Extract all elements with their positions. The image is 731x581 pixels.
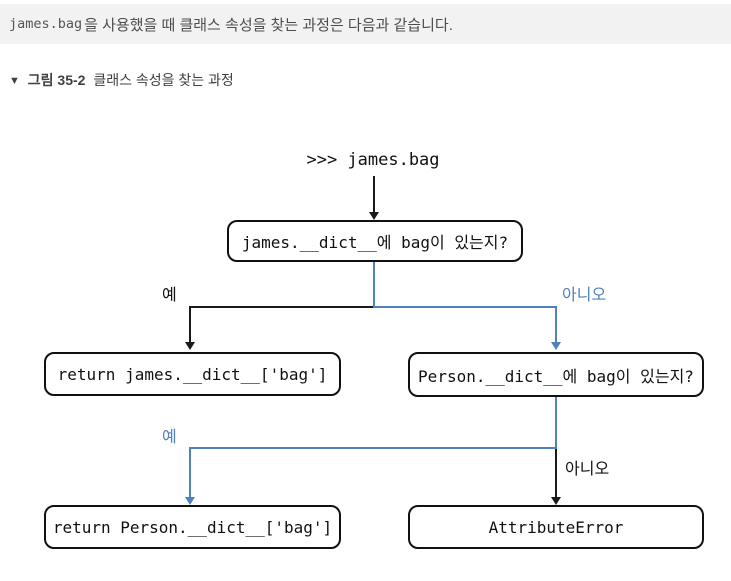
node-check-james-dict: james.__dict__에 bag이 있는지?	[227, 220, 523, 262]
intro-sentence-bar: james.bag 을 사용했을 때 클래스 속성을 찾는 과정은 다음과 같습…	[0, 4, 731, 44]
edge-no2-vertical	[555, 449, 557, 497]
figure-title: 클래스 속성을 찾는 과정	[93, 72, 234, 88]
edge-check-person-down	[555, 397, 557, 449]
start-code-label: >>> james.bag	[306, 150, 440, 170]
edge-no1-vertical	[555, 306, 557, 344]
figure-caption: ▼ 그림 35-2 클래스 속성을 찾는 과정	[9, 70, 234, 90]
arrowhead-down-icon	[185, 342, 195, 350]
edge-yes2-horizontal	[189, 447, 557, 449]
node-return-james-dict-label: return james.__dict__['bag']	[57, 364, 328, 384]
caption-triangle-icon: ▼	[9, 75, 20, 87]
intro-sentence-text: 을 사용했을 때 클래스 속성을 찾는 과정은 다음과 같습니다.	[84, 16, 453, 34]
edge-label-no2: 아니오	[565, 461, 610, 478]
node-return-james-dict: return james.__dict__['bag']	[44, 352, 341, 396]
edge-start-to-check-james	[373, 176, 375, 214]
node-check-james-dict-label: james.__dict__에 bag이 있는지?	[241, 233, 509, 252]
node-check-person-dict: Person.__dict__에 bag이 있는지?	[408, 352, 704, 397]
inline-code-james-bag: james.bag	[9, 16, 83, 32]
node-return-person-dict: return Person.__dict__['bag']	[44, 505, 341, 549]
node-attribute-error: AttributeError	[408, 505, 704, 549]
edge-yes2-vertical	[189, 447, 191, 497]
arrowhead-down-icon	[369, 212, 379, 220]
edge-label-no1: 아니오	[562, 287, 607, 304]
arrowhead-down-icon	[551, 497, 561, 505]
edge-yes1-vertical	[189, 306, 191, 344]
edge-label-yes2: 예	[162, 429, 177, 446]
figure-number: 그림 35-2	[27, 72, 86, 88]
node-attribute-error-label: AttributeError	[488, 517, 624, 537]
node-return-person-dict-label: return Person.__dict__['bag']	[52, 517, 333, 537]
edge-no1-horizontal	[373, 306, 557, 308]
arrowhead-down-icon	[551, 342, 561, 350]
edge-yes1-horizontal	[189, 306, 375, 308]
edge-label-yes1: 예	[162, 287, 177, 304]
edge-check-james-down	[373, 262, 375, 308]
node-check-person-dict-label: Person.__dict__에 bag이 있는지?	[418, 366, 694, 386]
arrowhead-down-icon	[185, 497, 195, 505]
